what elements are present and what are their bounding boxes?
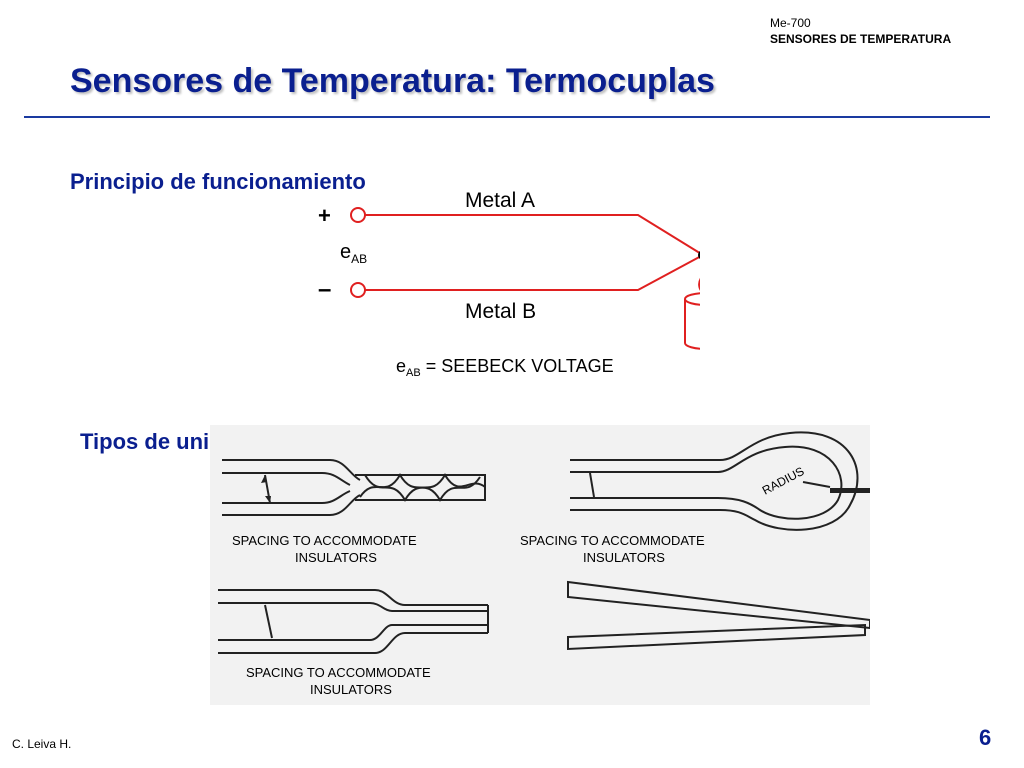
v-junction-icon — [567, 580, 870, 651]
minus-sign: – — [318, 276, 331, 303]
spacing-label-3a: SPACING TO ACCOMMODATE — [246, 665, 431, 680]
candle-icon — [684, 277, 700, 350]
spacing-label-2a: SPACING TO ACCOMMODATE — [520, 533, 705, 548]
seebeck-diagram: + – eAB Metal A Metal B eAB = SEEBECK VO… — [318, 189, 700, 379]
twisted-junction-icon — [222, 459, 486, 516]
metal-b-wire — [365, 255, 700, 291]
radius-marker-icon — [830, 488, 870, 493]
butt-junction-icon — [218, 589, 489, 654]
eab-label: eAB — [340, 241, 367, 266]
metal-a-wire — [365, 214, 700, 255]
slide-title: Sensores de Temperatura: Termocuplas — [70, 62, 715, 100]
loop-junction-icon — [570, 431, 859, 531]
author-footer: C. Leiva H. — [12, 737, 72, 751]
seebeck-equation: eAB = SEEBECK VOLTAGE — [396, 356, 614, 379]
title-divider — [24, 116, 990, 118]
course-code: Me-700 — [770, 16, 811, 30]
page-number: 6 — [979, 725, 992, 750]
junction-point — [698, 251, 700, 259]
spacing-label-2b: INSULATORS — [583, 550, 665, 565]
metal-b-label: Metal B — [465, 300, 536, 323]
section-heading-principle: Principio de funcionamiento — [70, 169, 366, 194]
metal-a-label: Metal A — [465, 189, 535, 212]
course-subject: SENSORES DE TEMPERATURA — [770, 32, 952, 46]
spacing-label-1a: SPACING TO ACCOMMODATE — [232, 533, 417, 548]
negative-terminal — [350, 282, 366, 298]
junction-types-diagram: SPACING TO ACCOMMODATE INSULATORS RADIUS… — [210, 425, 870, 705]
positive-terminal — [350, 207, 366, 223]
spacing-label-1b: INSULATORS — [295, 550, 377, 565]
spacing-label-3b: INSULATORS — [310, 682, 392, 697]
plus-sign: + — [318, 203, 331, 228]
